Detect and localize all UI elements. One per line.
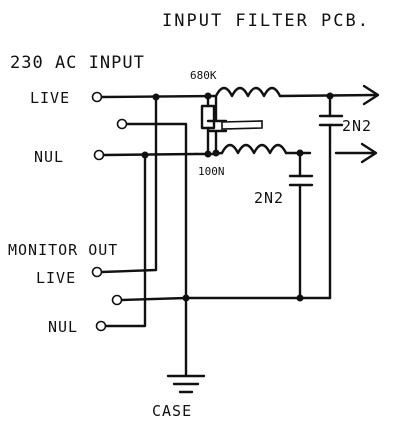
ac-input-heading: 230 AC INPUT (10, 53, 145, 73)
monitor-earth-terminal (111, 294, 123, 306)
neutral-inductor (220, 143, 288, 155)
top-capacitor-value: 2N2 (342, 117, 372, 135)
junction-case-main (182, 294, 190, 302)
junction-neutral-tap (141, 151, 149, 159)
live-output-arrow (362, 84, 380, 106)
input-live-label: LIVE (30, 89, 70, 107)
monitor-neutral-terminal (95, 320, 107, 332)
resistor-value: 680K (190, 69, 217, 82)
junction-live-tap (152, 93, 160, 101)
mid-capacitor-value: 2N2 (254, 189, 284, 207)
junction-xcap-bottom (212, 149, 220, 157)
input-earth-wire (125, 122, 188, 300)
monitor-neutral-wire (104, 153, 147, 328)
monitor-live-label: LIVE (36, 269, 76, 287)
choke-core (221, 120, 263, 130)
small-capacitor-value: 100N (198, 165, 225, 178)
input-neutral-label: NUL (34, 148, 64, 166)
resistor-body (200, 104, 216, 130)
input-earth-terminal (116, 118, 128, 130)
ground-label: CASE (152, 402, 192, 420)
input-neutral-terminal (93, 149, 105, 161)
junction-case-neutral-cap (296, 294, 304, 302)
input-live-terminal (91, 91, 103, 103)
monitor-out-heading: MONITOR OUT (8, 241, 118, 259)
junction-ycap-neutral (296, 149, 304, 157)
monitor-live-terminal (91, 266, 103, 278)
monitor-neutral-label: NUL (48, 318, 78, 336)
monitor-live-wire (100, 95, 158, 274)
live-inductor (214, 86, 282, 98)
junction-ycap-live (326, 92, 334, 100)
diagram-title: INPUT FILTER PCB. (162, 11, 370, 31)
neutral-output-arrow (360, 142, 378, 164)
junction-resistor-bottom (204, 150, 212, 158)
junction-resistor-top (204, 92, 212, 100)
neutral-rail-wire (102, 152, 198, 157)
